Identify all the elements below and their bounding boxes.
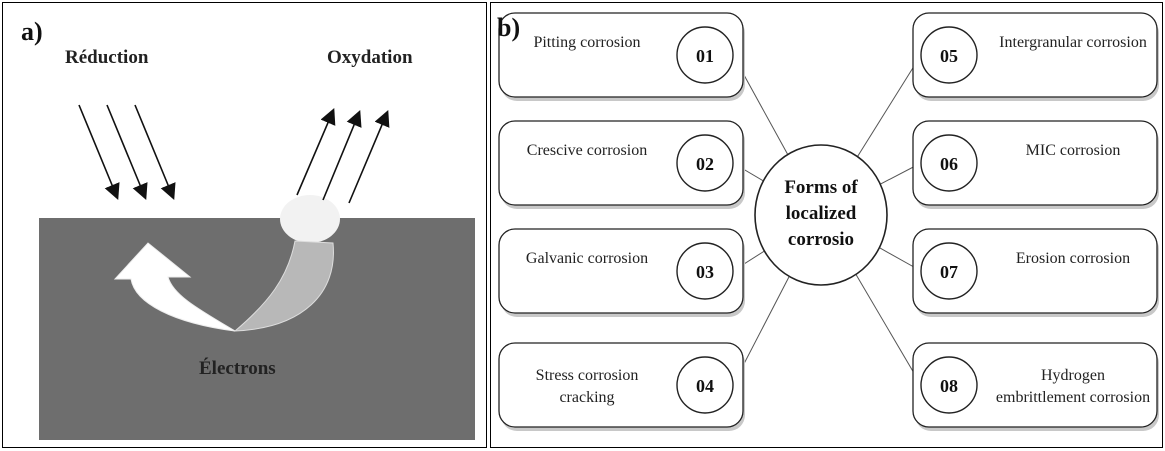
item-box	[912, 120, 1158, 206]
item-number: 06	[940, 154, 958, 174]
item-number: 07	[940, 262, 958, 282]
right-item-08: 08 Hydrogen embrittlement corrosion	[912, 342, 1159, 431]
right-item-05: 05 Intergranular corrosion	[912, 12, 1159, 101]
reduction-arrow	[78, 104, 120, 200]
item-label: Stress corrosion	[536, 367, 639, 384]
number-circle	[920, 242, 978, 300]
reduction-arrow	[134, 104, 176, 200]
item-number: 05	[940, 46, 958, 66]
oxidation-arrow	[348, 110, 390, 204]
center-label-line: corrosio	[788, 229, 854, 250]
left-item-02: 02 Crescive corrosion	[498, 120, 745, 209]
center-label-line: localized	[786, 203, 857, 224]
left-item-03: 03 Galvanic corrosion	[498, 228, 745, 317]
number-circle	[676, 356, 734, 414]
item-number: 01	[696, 46, 714, 66]
item-number: 04	[696, 376, 714, 396]
item-box	[912, 342, 1158, 428]
item-box	[912, 228, 1158, 314]
pit-bubble	[280, 195, 340, 243]
item-label: Intergranular corrosion	[999, 34, 1147, 51]
number-circle	[676, 134, 734, 192]
electrons-label: Électrons	[199, 357, 276, 379]
panel-a: a) Réduction Oxydation Électrons	[2, 2, 487, 448]
item-box	[498, 228, 744, 314]
left-item-04: 04 Stress corrosion cracking	[498, 342, 745, 431]
connector-line	[855, 54, 922, 160]
right-item-06: 06 MIC corrosion	[912, 120, 1159, 209]
item-label: Hydrogen	[1041, 367, 1105, 384]
panel-b: b) 01 Pitting corrosion 02 Crescive corrosi…	[490, 2, 1163, 448]
reduction-arrow	[106, 104, 148, 200]
number-circle	[920, 356, 978, 414]
item-label: Pitting corrosion	[533, 34, 640, 51]
left-item-01: 01 Pitting corrosion	[498, 12, 745, 101]
item-box	[498, 342, 744, 428]
item-box	[498, 12, 744, 98]
right-item-07: 07 Erosion corrosion	[912, 228, 1159, 317]
item-box	[912, 12, 1158, 98]
oxidation-label: Oxydation	[327, 47, 413, 68]
electron-arrow	[113, 242, 236, 332]
number-circle	[676, 242, 734, 300]
item-label: MIC corrosion	[1026, 142, 1121, 159]
connector-line	[854, 271, 922, 386]
item-label: Erosion corrosion	[1016, 250, 1130, 267]
oxidation-arrow	[322, 110, 362, 201]
panel-b-label: b)	[497, 13, 521, 42]
oxidation-arrow	[296, 108, 336, 196]
reduction-label: Réduction	[65, 47, 149, 68]
redox-diagram: Réduction Oxydation Électrons	[39, 47, 475, 440]
item-number: 02	[696, 154, 714, 174]
number-circle	[920, 26, 978, 84]
number-circle	[676, 26, 734, 84]
anodic-path	[233, 240, 334, 332]
number-circle	[920, 134, 978, 192]
center-circle	[754, 144, 888, 286]
item-label: Galvanic corrosion	[526, 250, 648, 267]
item-number: 03	[696, 262, 714, 282]
item-label: Crescive corrosion	[527, 142, 647, 159]
panel-a-label: a)	[21, 17, 43, 46]
item-box	[498, 120, 744, 206]
item-label: cracking	[559, 389, 614, 406]
item-label: embrittlement corrosion	[996, 389, 1150, 406]
item-number: 08	[940, 376, 958, 396]
center-label-line: Forms of	[784, 177, 858, 198]
